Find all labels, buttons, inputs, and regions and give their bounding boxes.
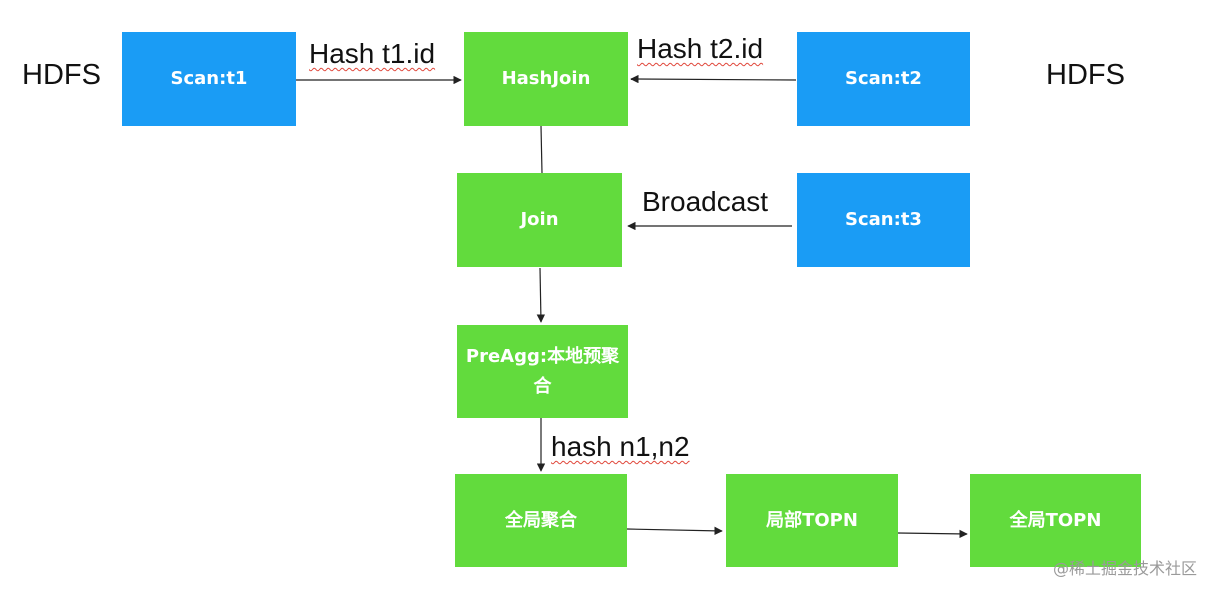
hdfs-left-label: HDFS xyxy=(22,59,101,91)
hash-t2-edge-label: Hash t2.id xyxy=(637,33,763,65)
hash-t1-edge-label: Hash t1.id xyxy=(309,38,435,70)
edge-join-to-preagg xyxy=(536,267,546,323)
hash-n-edge-text: hash n1,n2 xyxy=(551,431,690,462)
hash-n-edge-label: hash n1,n2 xyxy=(551,431,690,463)
hash-t1-edge-text: Hash t1.id xyxy=(309,38,436,69)
join-node[interactable]: Join xyxy=(457,173,622,267)
global-agg-node[interactable]: 全局聚合 xyxy=(455,474,627,567)
hash-t2-edge-text: Hash t2.id xyxy=(637,33,764,64)
broadcast-edge-label: Broadcast xyxy=(642,186,769,217)
preagg-node[interactable]: PreAgg:本地预聚合 xyxy=(457,325,628,418)
global-topn-node[interactable]: 全局TOPN xyxy=(970,474,1141,567)
scan-t2-node[interactable]: Scan:t2 xyxy=(797,32,970,126)
edge-hashjoin-to-join xyxy=(540,125,543,174)
local-topn-node[interactable]: 局部TOPN xyxy=(726,474,898,567)
edge-scan-t2-to-hashjoin xyxy=(630,74,797,84)
scan-t3-node[interactable]: Scan:t3 xyxy=(797,173,970,267)
hashjoin-node[interactable]: HashJoin xyxy=(464,32,628,126)
edge-local-topn-to-global-topn xyxy=(897,529,968,539)
scan-t1-node[interactable]: Scan:t1 xyxy=(122,32,296,126)
hdfs-right-label: HDFS xyxy=(1046,59,1125,91)
watermark: @稀土掘金技术社区 xyxy=(1052,559,1197,578)
edge-global-agg-to-local-topn xyxy=(626,526,723,536)
